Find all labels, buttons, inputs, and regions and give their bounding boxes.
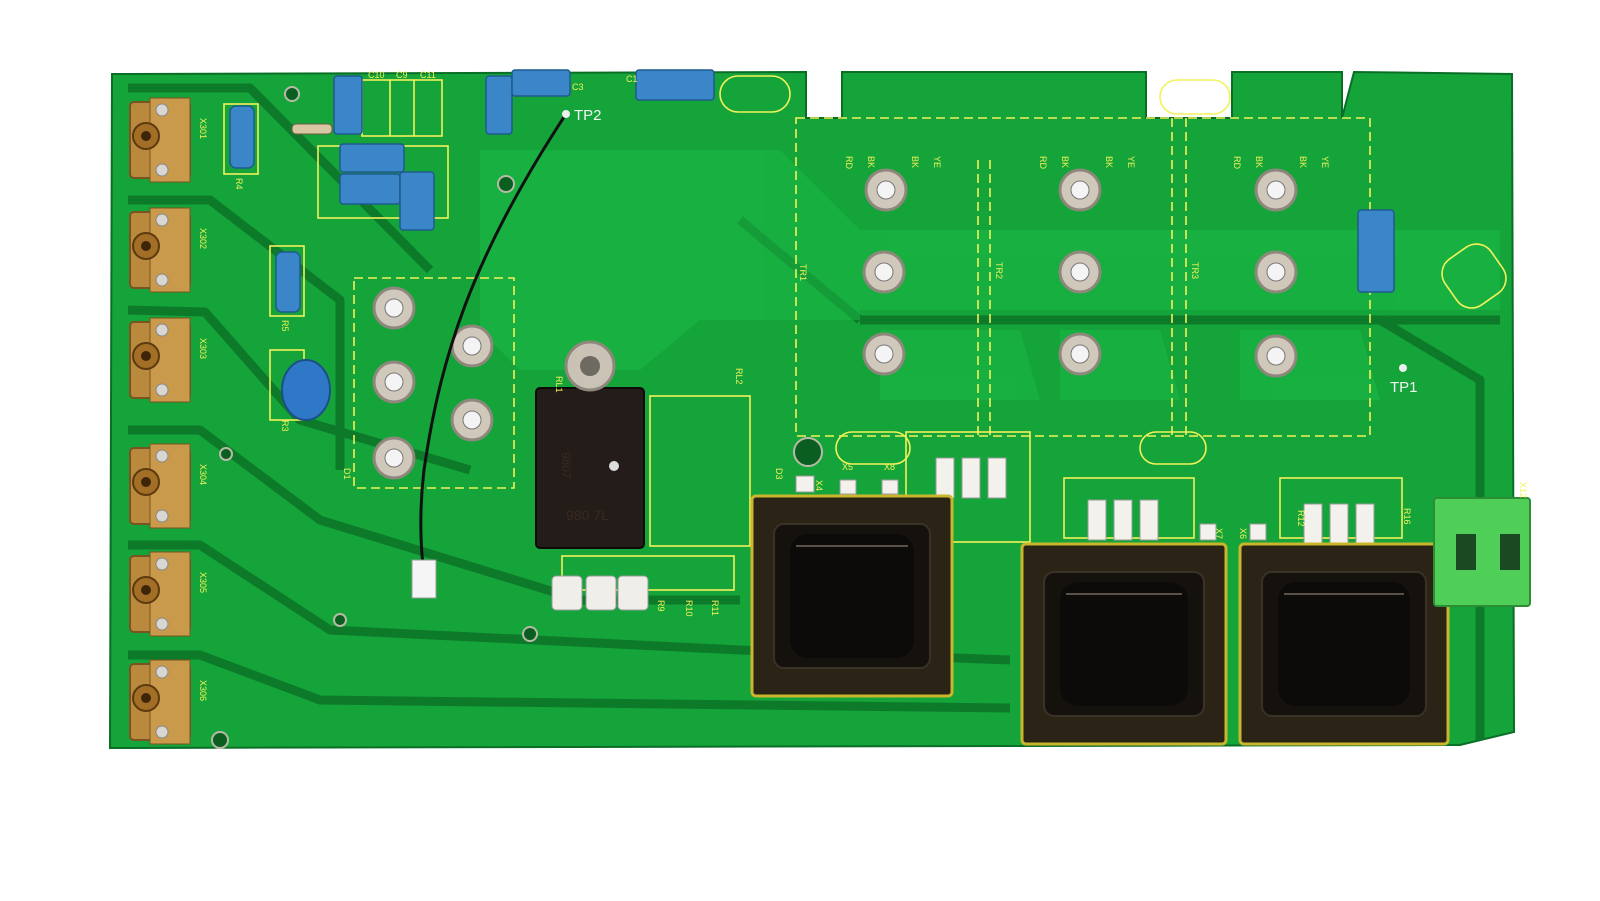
c10-label: C10 (368, 70, 385, 80)
wire-connector (411, 559, 437, 599)
screw-terminal (129, 317, 191, 403)
copper-pad (1254, 168, 1298, 212)
x4-label: X4 (814, 480, 824, 491)
terminal-label: X305 (198, 572, 208, 593)
terminal-label: X304 (198, 464, 208, 485)
tr2-label: TR2 (994, 262, 1004, 279)
relay-pad-hole (580, 356, 600, 376)
wire-color-label: BK (1104, 156, 1114, 168)
d3-label: D3 (774, 468, 784, 480)
screw-terminal (129, 659, 191, 745)
copper-pad (372, 436, 416, 480)
wire-color-label: YE (1320, 156, 1330, 168)
wire-color-label: RD (844, 156, 854, 169)
wire-color-label: YE (932, 156, 942, 168)
relay-marking-1: 9807 (559, 452, 573, 479)
relay-body (535, 387, 645, 549)
small-resistor (291, 123, 333, 135)
screw-terminal (129, 443, 191, 529)
disc-varistor (281, 359, 331, 421)
r3-label: R3 (280, 420, 290, 432)
tp1-label: TP1 (1390, 379, 1418, 396)
r4-label: R4 (234, 178, 244, 190)
wire-color-label: RD (1038, 156, 1048, 169)
copper-pad (1254, 250, 1298, 294)
relay-markings: 9807 980 7L (559, 452, 609, 523)
vias (211, 86, 823, 749)
terminal-label: X301 (198, 118, 208, 139)
transformers (750, 494, 1450, 746)
screw-terminal (129, 97, 191, 183)
wire-color-labels: RD BK BK YE RD BK BK YE RD BK BK YE (844, 156, 1330, 169)
copper-pad (862, 250, 906, 294)
relay-dot (609, 461, 619, 471)
c9-label: C9 (396, 70, 408, 80)
copper-pad (450, 398, 494, 442)
copper-pad (1254, 334, 1298, 378)
c11-label: C11 (420, 70, 436, 80)
wire-color-label: BK (1298, 156, 1308, 168)
tp2-label: TP2 (574, 107, 602, 124)
r16-label: R16 (1402, 508, 1412, 525)
x6-label: X6 (1238, 528, 1248, 539)
r11-label: R11 (710, 600, 720, 616)
transformer (750, 494, 954, 698)
tp1-point (1399, 364, 1407, 372)
wire-color-label: BK (866, 156, 876, 168)
copper-pad (372, 286, 416, 330)
x8-label: X8 (884, 462, 895, 472)
top-cap-labels: C10 C9 C11 (368, 70, 436, 80)
screw-terminals-left (129, 97, 191, 745)
terminal-block-x12 (1433, 497, 1531, 607)
terminal-label: X302 (198, 228, 208, 249)
copper-pad (1058, 250, 1102, 294)
wire-color-label: BK (1254, 156, 1264, 168)
screw-terminal (129, 551, 191, 637)
x7-label: X7 (1214, 528, 1224, 539)
copper-pad (864, 168, 908, 212)
screw-terminal (129, 207, 191, 293)
diode-label: D1 (342, 468, 352, 480)
relay-marking-2: 980 7L (566, 507, 609, 523)
power-resistors (795, 457, 1375, 545)
copper-pours (480, 150, 1500, 400)
r5-label: R5 (280, 320, 290, 332)
c3-label: C3 (572, 82, 584, 92)
copper-pad (1058, 168, 1102, 212)
wire-color-label: BK (1060, 156, 1070, 168)
terminal-label: X303 (198, 338, 208, 359)
trimmer-potentiometers (551, 575, 649, 611)
r12-label: R12 (1296, 510, 1306, 527)
transformer (1238, 542, 1450, 746)
copper-pad (862, 332, 906, 376)
relay2-label: RL2 (734, 368, 744, 385)
terminal-label: X306 (198, 680, 208, 701)
tp2-point (562, 110, 570, 118)
wire-color-label: YE (1126, 156, 1136, 168)
through-hole-pads (372, 168, 1298, 480)
c1-label: C1 (626, 74, 638, 84)
test-wire (419, 113, 568, 571)
copper-pad (450, 324, 494, 368)
transformer (1020, 542, 1228, 746)
wire-color-label: RD (1232, 156, 1242, 169)
wire-color-label: BK (910, 156, 920, 168)
tr3-label: TR3 (1190, 262, 1200, 279)
x5-label: X5 (842, 462, 853, 472)
relay-label: RL1 (554, 376, 564, 393)
tr1-label: TR1 (798, 264, 808, 281)
copper-pad (372, 360, 416, 404)
x12-label: X12 (1518, 482, 1528, 498)
r10-label: R10 (684, 600, 694, 617)
r9-label: R9 (656, 600, 666, 612)
copper-pad (1058, 332, 1102, 376)
film-capacitors (229, 69, 1395, 313)
